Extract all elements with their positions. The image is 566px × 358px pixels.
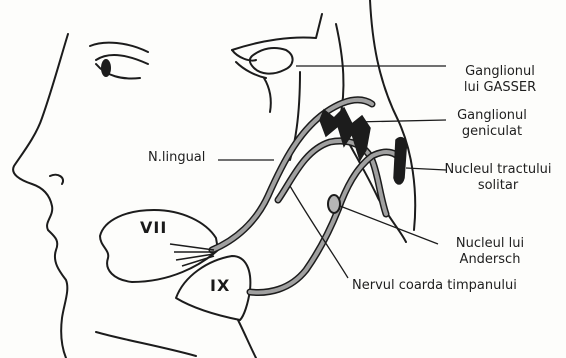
gasser-branch-2 [264, 78, 271, 112]
label-gasser-line1: Ganglionul [438, 64, 562, 80]
label-geniculat: Ganglionul geniculat [430, 108, 554, 140]
label-ix: IX [210, 276, 230, 295]
label-andersch-line1: Nucleul lui [436, 236, 544, 252]
nostril [50, 175, 63, 184]
nucleul-tractului-solitar [394, 138, 406, 184]
label-gasser: Ganglionul lui GASSER [438, 64, 562, 96]
label-nervul-coarda-timpanului: Nervul coarda timpanului [352, 278, 517, 294]
jaw-line [96, 332, 196, 356]
eye-brow [90, 43, 148, 52]
label-n-lingual: N.lingual [148, 150, 205, 166]
eye-pupil [101, 59, 111, 77]
label-nucleul-tractului-line2: solitar [434, 178, 562, 194]
leader-lines [218, 66, 446, 278]
label-geniculat-line2: geniculat [430, 124, 554, 140]
leader-andersch [340, 206, 438, 244]
label-andersch: Nucleul lui Andersch [436, 236, 544, 268]
label-gasser-line2: lui GASSER [438, 80, 562, 96]
label-andersch-line2: Andersch [436, 252, 544, 268]
label-vii: VII [140, 218, 167, 237]
andersch-ganglion [328, 195, 340, 213]
label-nucleul-tractului-line1: Nucleul tractului [434, 162, 562, 178]
neck-line [238, 320, 256, 358]
label-nucleul-tractului: Nucleul tractului solitar [434, 162, 562, 194]
geniculate-ganglion [320, 108, 370, 160]
face-profile [13, 34, 68, 358]
skull-outline-left [232, 14, 322, 50]
lingual-fibers [170, 244, 214, 266]
label-geniculat-line1: Ganglionul [430, 108, 554, 124]
